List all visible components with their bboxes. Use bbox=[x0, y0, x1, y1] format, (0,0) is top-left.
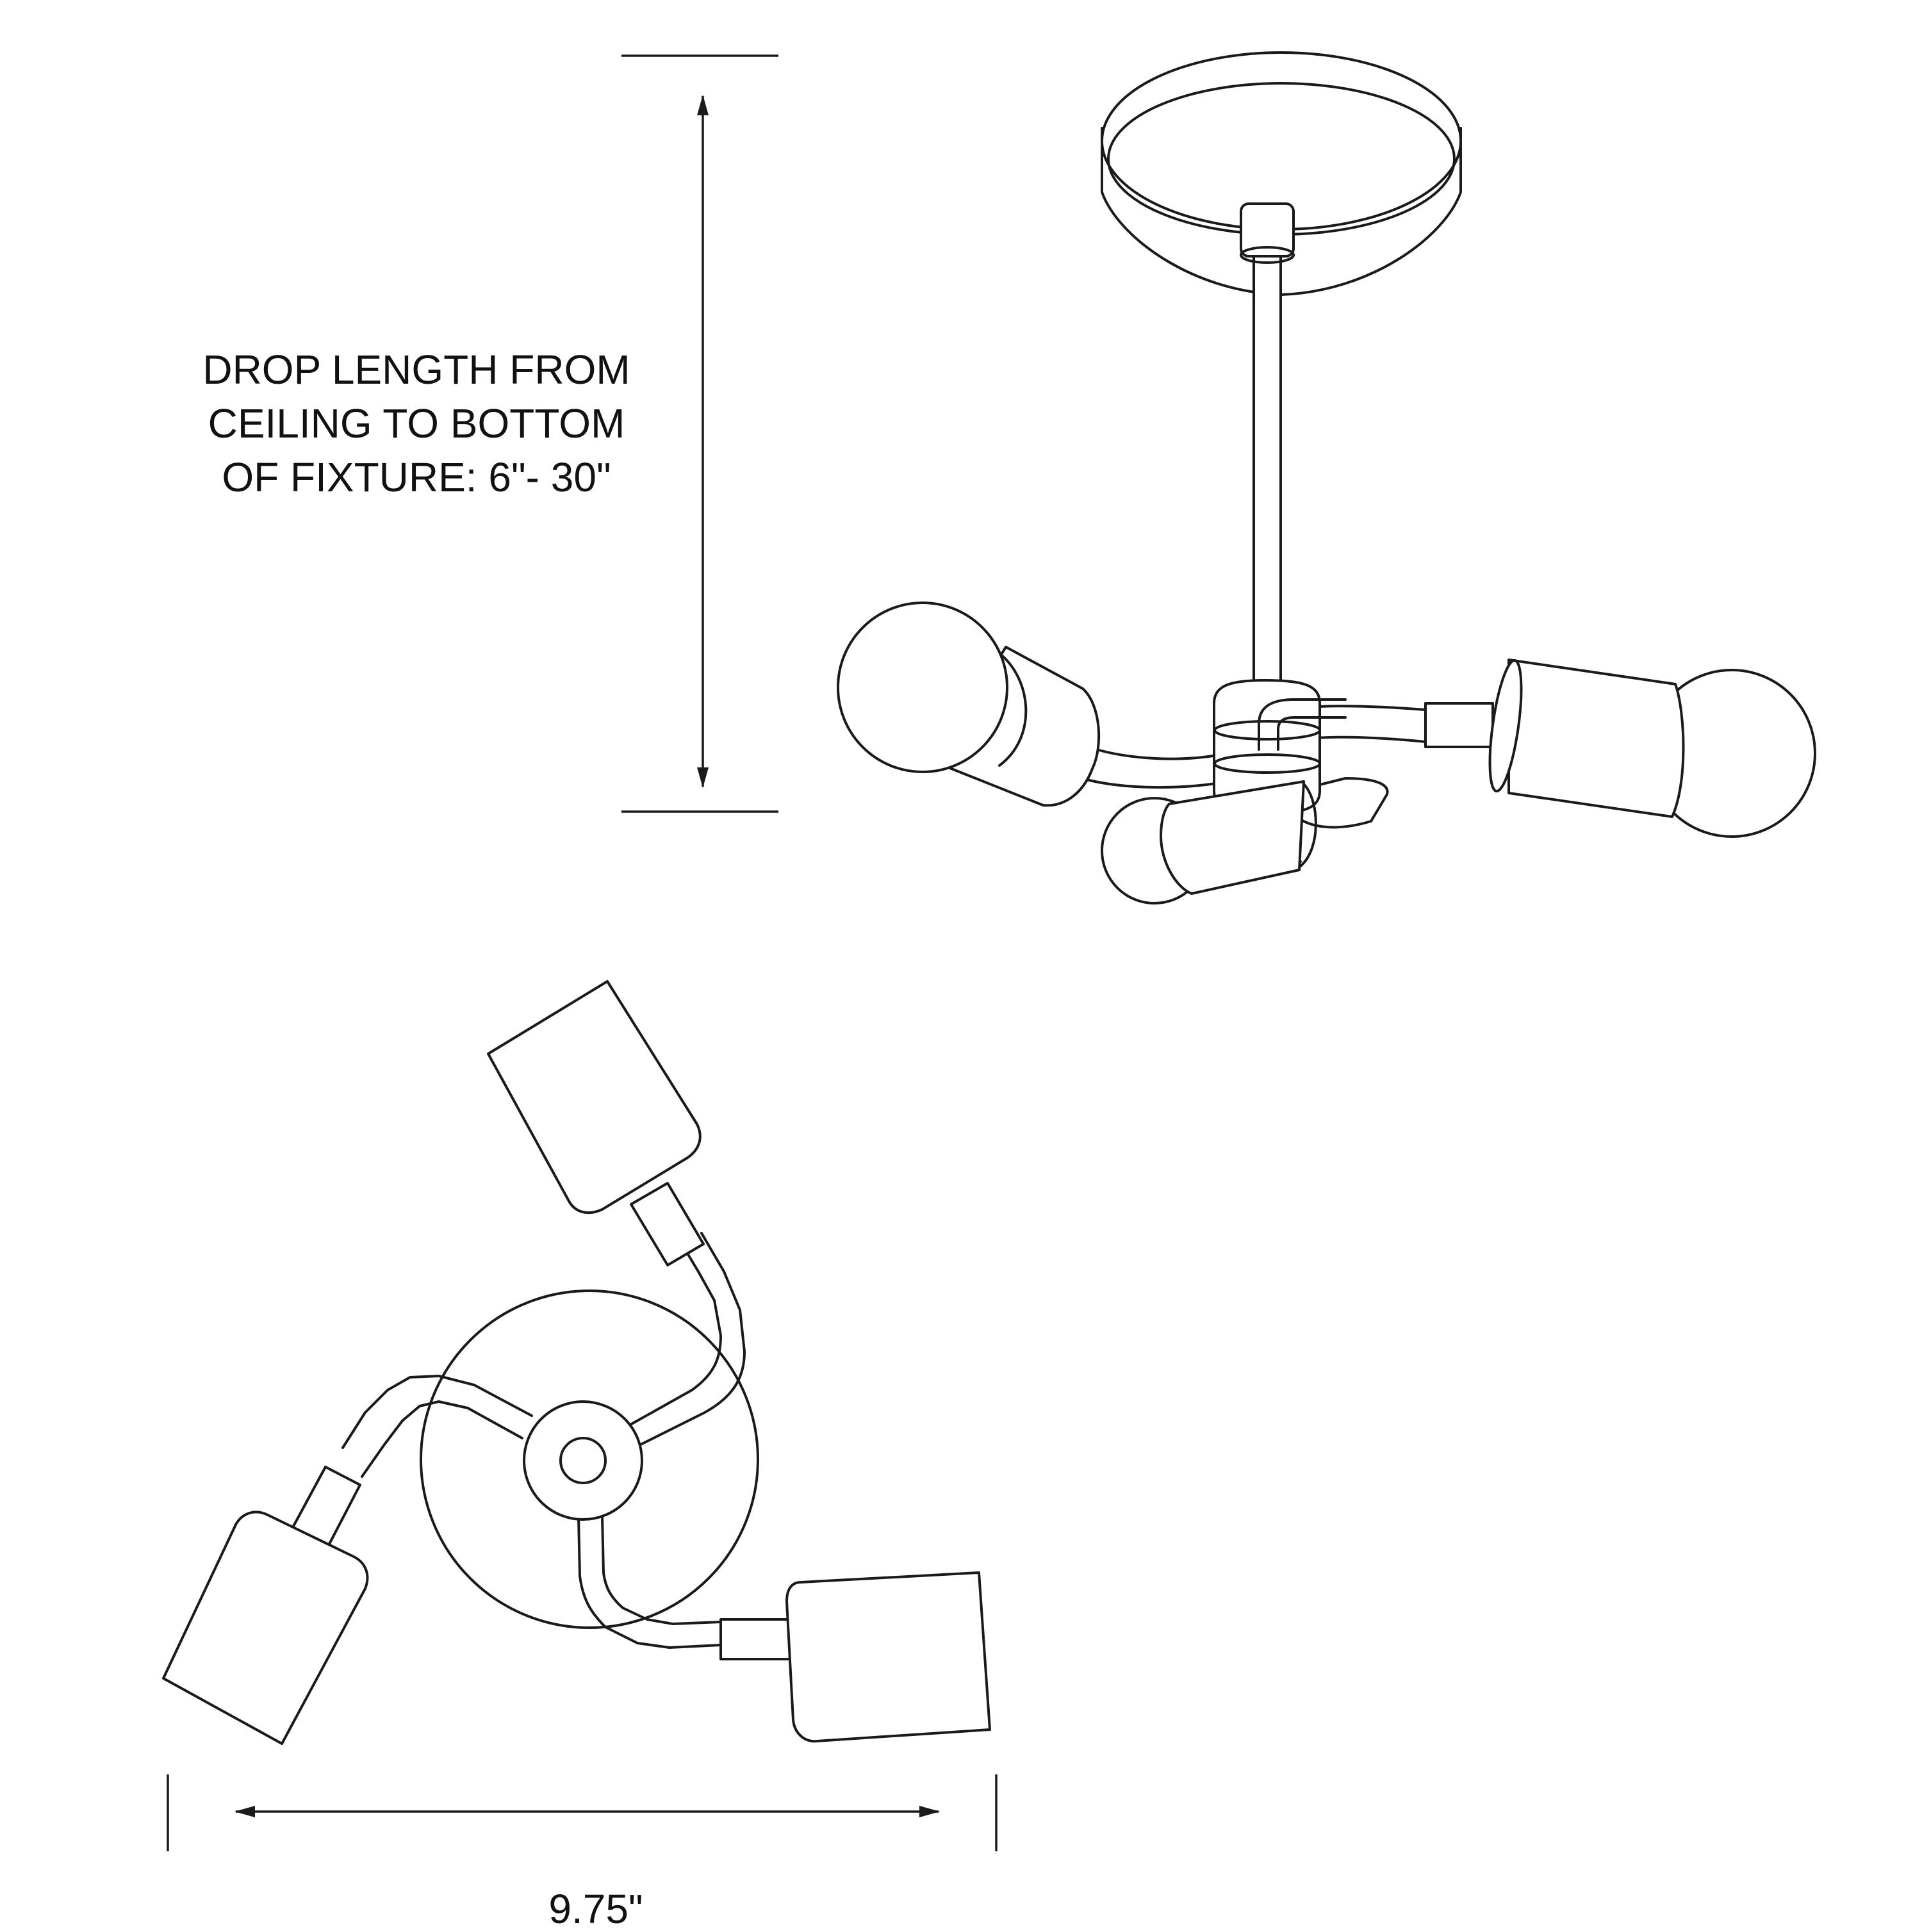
fixture-plan-view bbox=[162, 980, 991, 1745]
left-socket bbox=[934, 646, 1101, 807]
plan-lower-socket bbox=[719, 1571, 991, 1743]
drop-arrow-up-icon bbox=[697, 95, 709, 115]
width-label: 9.75" bbox=[548, 1886, 643, 1932]
left-arm-elevation bbox=[837, 602, 1222, 807]
left-socket-neck bbox=[998, 652, 1028, 767]
hub-lower-band bbox=[1213, 753, 1321, 774]
plan-left-arm bbox=[341, 1375, 533, 1478]
width-arrow-left-icon bbox=[234, 1806, 255, 1817]
plan-upper-arm bbox=[628, 1232, 746, 1446]
drop-length-dimension bbox=[621, 54, 778, 813]
plan-lower-arm bbox=[577, 1516, 722, 1649]
hub-rear-link bbox=[1293, 777, 1389, 829]
right-socket-mouth bbox=[1488, 659, 1523, 793]
front-socket-neck bbox=[1299, 783, 1317, 867]
front-arm-elevation bbox=[1101, 780, 1317, 905]
drop-length-label: DROP LENGTH FROM CEILING TO BOTTOM OF FI… bbox=[154, 343, 679, 504]
plan-arms bbox=[341, 1232, 746, 1649]
plan-lower-shade bbox=[785, 1571, 991, 1743]
hub-elevation bbox=[1213, 679, 1389, 829]
fixture-elevation-view bbox=[837, 51, 1816, 905]
left-arm-tube bbox=[1088, 747, 1222, 789]
drop-length-line-3: OF FIXTURE: 6"- 30" bbox=[222, 454, 611, 500]
right-socket bbox=[1507, 659, 1685, 818]
drop-length-line-1: DROP LENGTH FROM bbox=[202, 347, 630, 393]
front-socket bbox=[1160, 780, 1305, 895]
stem-collar-base bbox=[1240, 246, 1295, 264]
stem-collar bbox=[1240, 202, 1295, 258]
stem-rod bbox=[1253, 252, 1282, 700]
hub-mid-band bbox=[1213, 720, 1321, 741]
right-arm-elevation bbox=[1277, 659, 1816, 838]
plan-upper-shade bbox=[487, 980, 702, 1215]
left-bulb bbox=[837, 602, 1008, 773]
plan-hub-center bbox=[559, 1437, 607, 1484]
plan-left-socket bbox=[162, 1466, 369, 1745]
plan-lower-collar bbox=[719, 1618, 796, 1660]
drop-arrow-down-icon bbox=[697, 767, 709, 788]
width-dimension bbox=[167, 1774, 998, 1851]
right-arm-collar bbox=[1424, 702, 1494, 748]
drop-length-line-2: CEILING TO BOTTOM bbox=[208, 400, 625, 446]
stem bbox=[1240, 202, 1295, 700]
plan-upper-collar bbox=[630, 1182, 705, 1266]
width-arrow-right-icon bbox=[919, 1806, 940, 1817]
plan-upper-socket bbox=[487, 980, 705, 1266]
plan-left-shade bbox=[162, 1510, 369, 1745]
hub-hook-arm bbox=[1258, 698, 1347, 751]
